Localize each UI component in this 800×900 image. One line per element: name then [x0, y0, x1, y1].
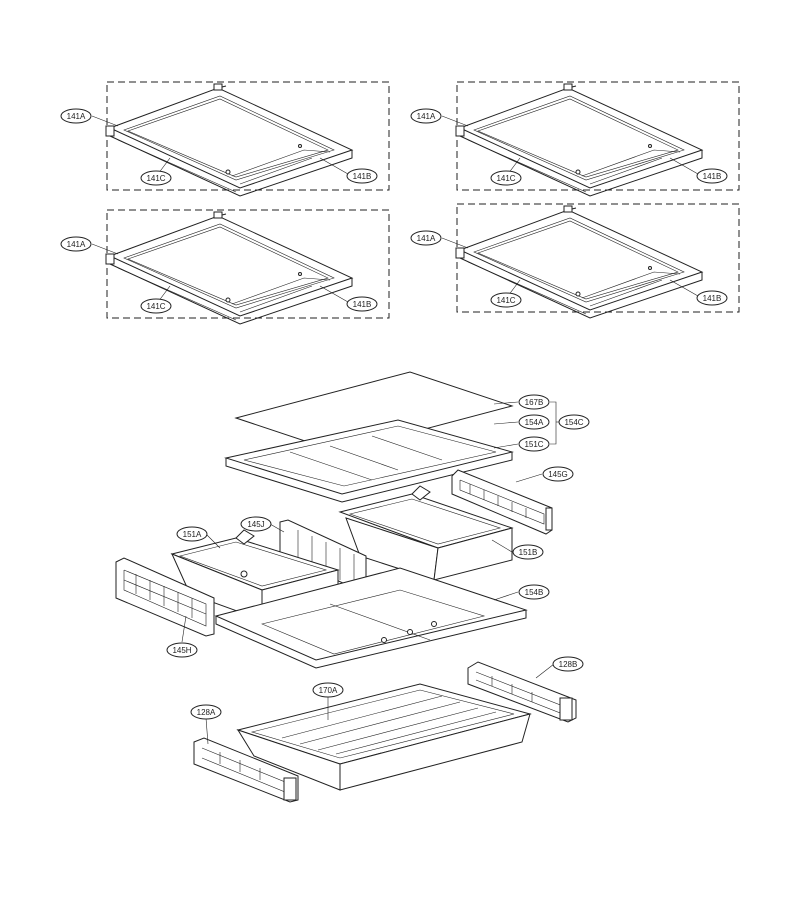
svg-text:141B: 141B — [353, 300, 372, 309]
freezer-drawer-170a — [236, 683, 532, 791]
label-128b: 128B — [552, 656, 584, 672]
svg-text:141C: 141C — [146, 302, 165, 311]
base-plate-154b — [214, 567, 528, 669]
svg-text:141A: 141A — [417, 112, 436, 121]
crisper-cover-frame — [224, 419, 514, 503]
svg-text:128A: 128A — [197, 708, 216, 717]
svg-text:128B: 128B — [559, 660, 578, 669]
crisper-drawer-151b — [338, 485, 514, 581]
label-151a: 151A — [176, 526, 208, 542]
label-141a-p3: 141A — [60, 236, 92, 252]
label-141b-p3: 141B — [346, 296, 378, 312]
label-141a-p2: 141A — [410, 108, 442, 124]
svg-text:141C: 141C — [146, 174, 165, 183]
label-154b: 154B — [518, 584, 550, 600]
svg-text:141B: 141B — [703, 294, 722, 303]
shelf-assembly-middle-left — [105, 209, 390, 325]
label-141c-p1: 141C — [140, 170, 172, 186]
svg-text:151A: 151A — [183, 530, 202, 539]
label-141c-p3: 141C — [140, 298, 172, 314]
label-141c-p2: 141C — [490, 170, 522, 186]
svg-text:154C: 154C — [564, 418, 583, 427]
shelf-assembly-top-left — [105, 81, 390, 197]
svg-text:141C: 141C — [496, 296, 515, 305]
label-151b: 151B — [512, 544, 544, 560]
label-141a-p1: 141A — [60, 108, 92, 124]
label-151c: 151C — [518, 436, 550, 452]
slide-rail-128b — [467, 661, 577, 723]
label-141b-p1: 141B — [346, 168, 378, 184]
label-141b-p4: 141B — [696, 290, 728, 306]
svg-text:154B: 154B — [525, 588, 544, 597]
label-154c: 154C — [558, 414, 590, 430]
svg-text:141C: 141C — [496, 174, 515, 183]
label-141a-p4: 141A — [410, 230, 442, 246]
label-145g: 145G — [542, 466, 574, 482]
label-141b-p2: 141B — [696, 168, 728, 184]
side-bracket-145g — [451, 469, 553, 535]
label-145h: 145H — [166, 642, 198, 658]
svg-text:145G: 145G — [548, 470, 568, 479]
label-128a: 128A — [190, 704, 222, 720]
svg-text:151C: 151C — [524, 440, 543, 449]
label-170a: 170A — [312, 682, 344, 698]
label-154a: 154A — [518, 414, 550, 430]
svg-text:170A: 170A — [319, 686, 338, 695]
shelf-assembly-top-right — [455, 81, 740, 197]
svg-text:154A: 154A — [525, 418, 544, 427]
side-bracket-145h — [115, 557, 215, 637]
svg-text:141A: 141A — [67, 240, 86, 249]
slide-rail-128a — [193, 737, 299, 803]
svg-text:167B: 167B — [525, 398, 544, 407]
svg-text:141A: 141A — [67, 112, 86, 121]
svg-text:141A: 141A — [417, 234, 436, 243]
svg-text:141B: 141B — [703, 172, 722, 181]
shelf-assembly-middle-right — [455, 203, 740, 319]
svg-text:145H: 145H — [172, 646, 191, 655]
svg-text:151B: 151B — [519, 548, 538, 557]
label-141c-p4: 141C — [490, 292, 522, 308]
svg-text:141B: 141B — [353, 172, 372, 181]
label-167b: 167B — [518, 394, 550, 410]
part-labels: 141A 141C 141B 141A 141C 141B 141A 141C … — [60, 108, 728, 720]
svg-text:145J: 145J — [247, 520, 264, 529]
label-145j: 145J — [240, 516, 272, 532]
